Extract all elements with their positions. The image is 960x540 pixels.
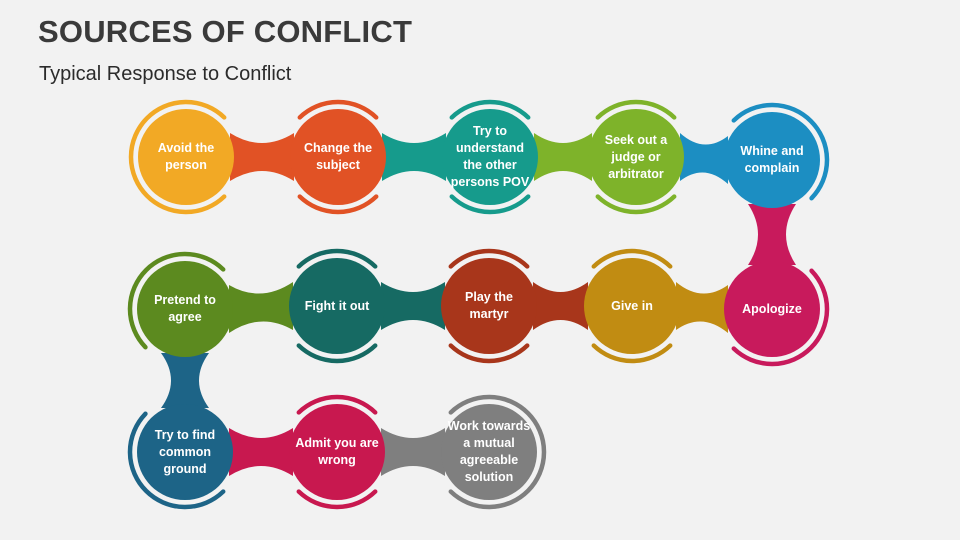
connector <box>381 428 445 476</box>
step-label: Admit you are wrong <box>295 436 379 467</box>
connector <box>381 282 445 330</box>
ring-arc <box>297 194 379 215</box>
step-label: Play the martyr <box>465 290 513 321</box>
ring-arc <box>595 194 677 215</box>
connector <box>229 428 293 476</box>
step-disc <box>137 404 233 500</box>
connector <box>230 133 294 181</box>
ring-arc <box>297 99 379 120</box>
ring-arc <box>128 99 227 215</box>
connector <box>676 282 728 333</box>
ring-arc <box>448 394 547 510</box>
step-label: Change the subject <box>303 141 373 172</box>
step-disc <box>441 404 537 500</box>
ring-arc <box>296 489 378 510</box>
step-label: Pretend to agree <box>154 293 216 324</box>
ring-arc <box>127 251 226 350</box>
step-label: Try to find common ground <box>154 427 216 476</box>
step-label: Try to understand the other persons POV <box>450 124 530 189</box>
step-disc <box>724 112 820 208</box>
step-label: Apologize <box>742 301 802 316</box>
step-disc <box>289 404 385 500</box>
ring-arc <box>591 343 673 364</box>
connector <box>748 204 796 265</box>
step-disc <box>724 261 820 357</box>
ring-arc <box>731 102 830 201</box>
ring-arc <box>449 99 531 120</box>
ring-arc <box>296 248 378 269</box>
ring-arc <box>595 99 677 120</box>
page-title: SOURCES OF CONFLICT <box>38 14 413 49</box>
connectors <box>161 133 796 476</box>
page-subtitle: Typical Response to Conflict <box>39 63 292 85</box>
step-disc <box>290 109 386 205</box>
step-label: Give in <box>611 298 653 313</box>
connector <box>680 133 728 184</box>
step-label: Avoid the person <box>157 141 215 172</box>
ring-arc <box>448 248 530 269</box>
connector <box>534 133 592 181</box>
ring-arc <box>448 343 530 364</box>
ring-arc <box>127 411 226 510</box>
discs <box>137 109 820 500</box>
ring-arc <box>591 248 673 269</box>
connector <box>229 282 293 333</box>
step-disc <box>137 261 233 357</box>
connector <box>533 282 588 330</box>
ring-arc <box>296 343 378 364</box>
connector <box>161 353 209 408</box>
step-disc <box>588 109 684 205</box>
step-label: Seek out a judge or arbitrator <box>604 132 668 181</box>
step-disc <box>442 109 538 205</box>
step-label: Fight it out <box>304 298 370 313</box>
ring-arc <box>449 194 531 215</box>
step-disc <box>584 258 680 354</box>
connector <box>382 133 446 181</box>
step-label: Work towards a mutual agreeable solution <box>447 419 531 484</box>
rings <box>127 99 830 510</box>
step-label: Whine and complain <box>740 144 804 175</box>
ring-arc <box>296 394 378 415</box>
step-disc <box>289 258 385 354</box>
step-disc <box>138 109 234 205</box>
ring-arc <box>731 268 830 367</box>
step-disc <box>441 258 537 354</box>
